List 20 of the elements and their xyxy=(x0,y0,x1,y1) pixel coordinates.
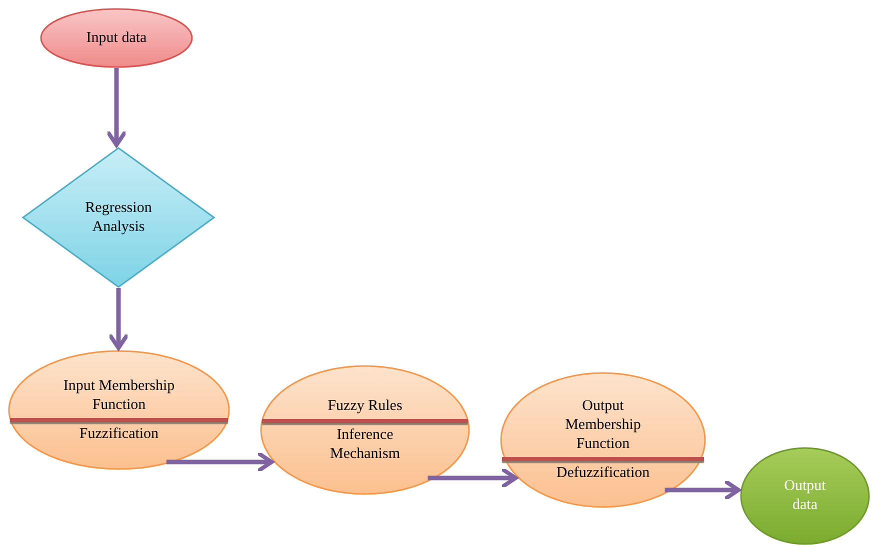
arrow xyxy=(664,478,741,502)
decision-diamond xyxy=(22,147,215,288)
node-label: Output Membership Function xyxy=(564,397,642,454)
node-label: Defuzzification xyxy=(555,464,651,483)
process-ellipse xyxy=(260,365,470,495)
node-label: Input data xyxy=(85,28,148,48)
node-label: Input Membership Function xyxy=(62,376,176,414)
arrow xyxy=(166,450,274,474)
node-label: Output data xyxy=(783,477,827,515)
end-ellipse xyxy=(740,447,870,545)
node-label: Fuzzification xyxy=(78,424,160,444)
arrow xyxy=(107,288,130,350)
node-label: Fuzzy Rules xyxy=(326,396,404,416)
start-ellipse xyxy=(40,8,193,68)
arrow xyxy=(428,466,518,490)
arrow xyxy=(105,68,128,148)
node-label: Regression Analysis xyxy=(84,198,153,236)
process-ellipse xyxy=(8,350,230,470)
node-label: Inference Mechanism xyxy=(329,426,401,464)
process-ellipse xyxy=(500,372,706,508)
